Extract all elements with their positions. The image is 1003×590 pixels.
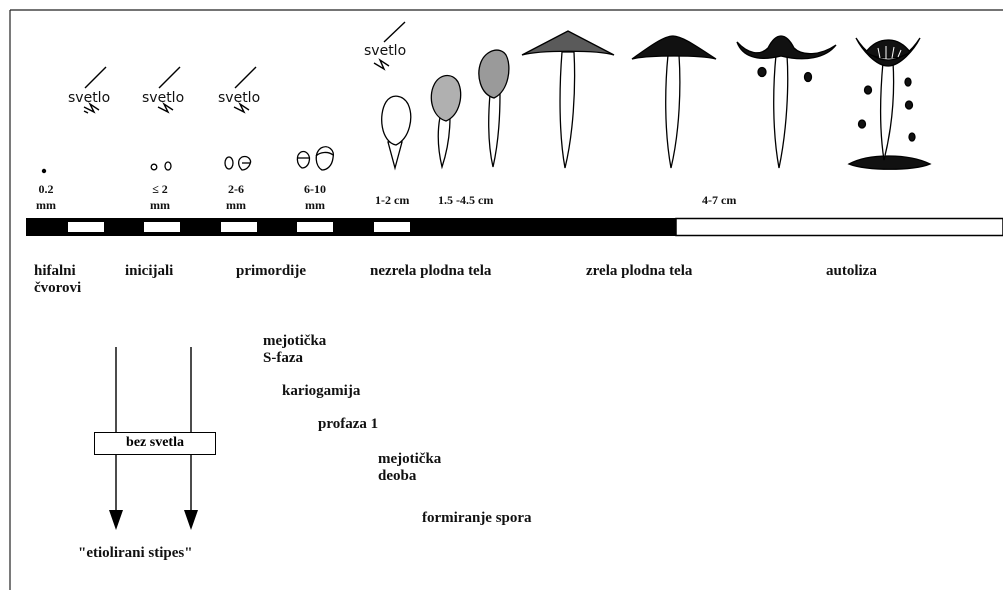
arrow-down-icon <box>109 510 123 530</box>
arrow-down-icon <box>184 510 198 530</box>
no-light-box: bez svetla <box>94 432 216 455</box>
etiolated-stipe-label: "etiolirani stipes" <box>78 545 193 562</box>
no-light-label: bez svetla <box>95 433 215 453</box>
